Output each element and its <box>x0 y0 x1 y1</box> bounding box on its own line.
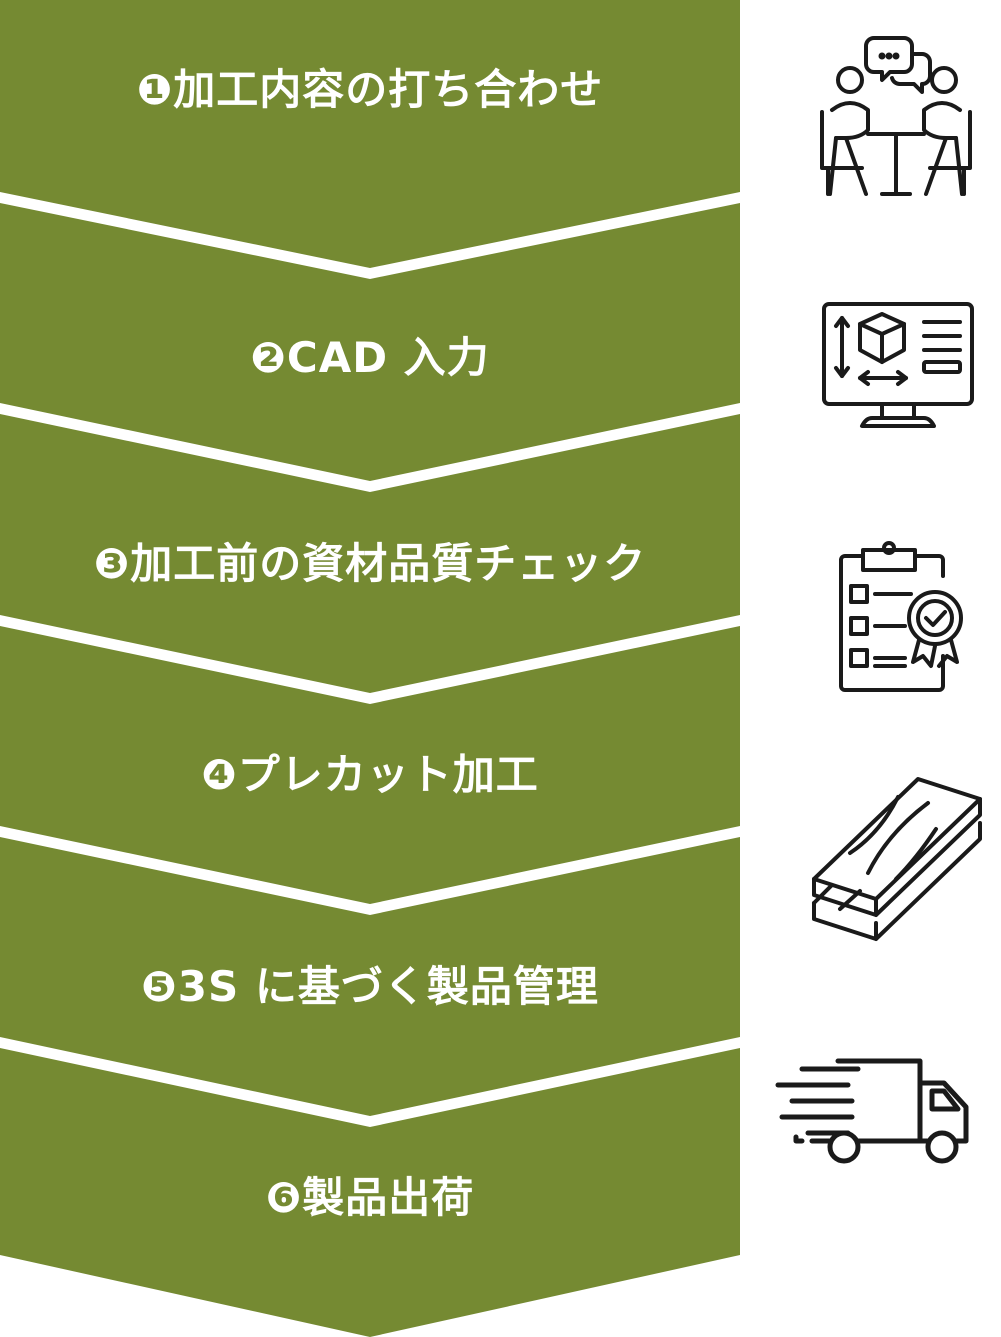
meeting-icon <box>812 30 980 200</box>
step-4-label: ❹プレカット加工 <box>201 750 539 799</box>
step-6-label: ❻製品出荷 <box>265 1173 475 1222</box>
step-3-label: ❸加工前の資材品質チェック <box>93 539 647 588</box>
lumber-icon <box>810 775 982 943</box>
step-1-label: ❶加工内容の打ち合わせ <box>136 65 604 114</box>
step-2-label: ❷CAD 入力 <box>250 333 490 382</box>
cad-monitor-icon <box>820 300 976 432</box>
step-5-label: ❺3S に基づく製品管理 <box>141 962 599 1011</box>
quality-checklist-icon <box>835 540 969 692</box>
delivery-truck-icon <box>772 1055 976 1167</box>
flow-band <box>0 0 740 1337</box>
